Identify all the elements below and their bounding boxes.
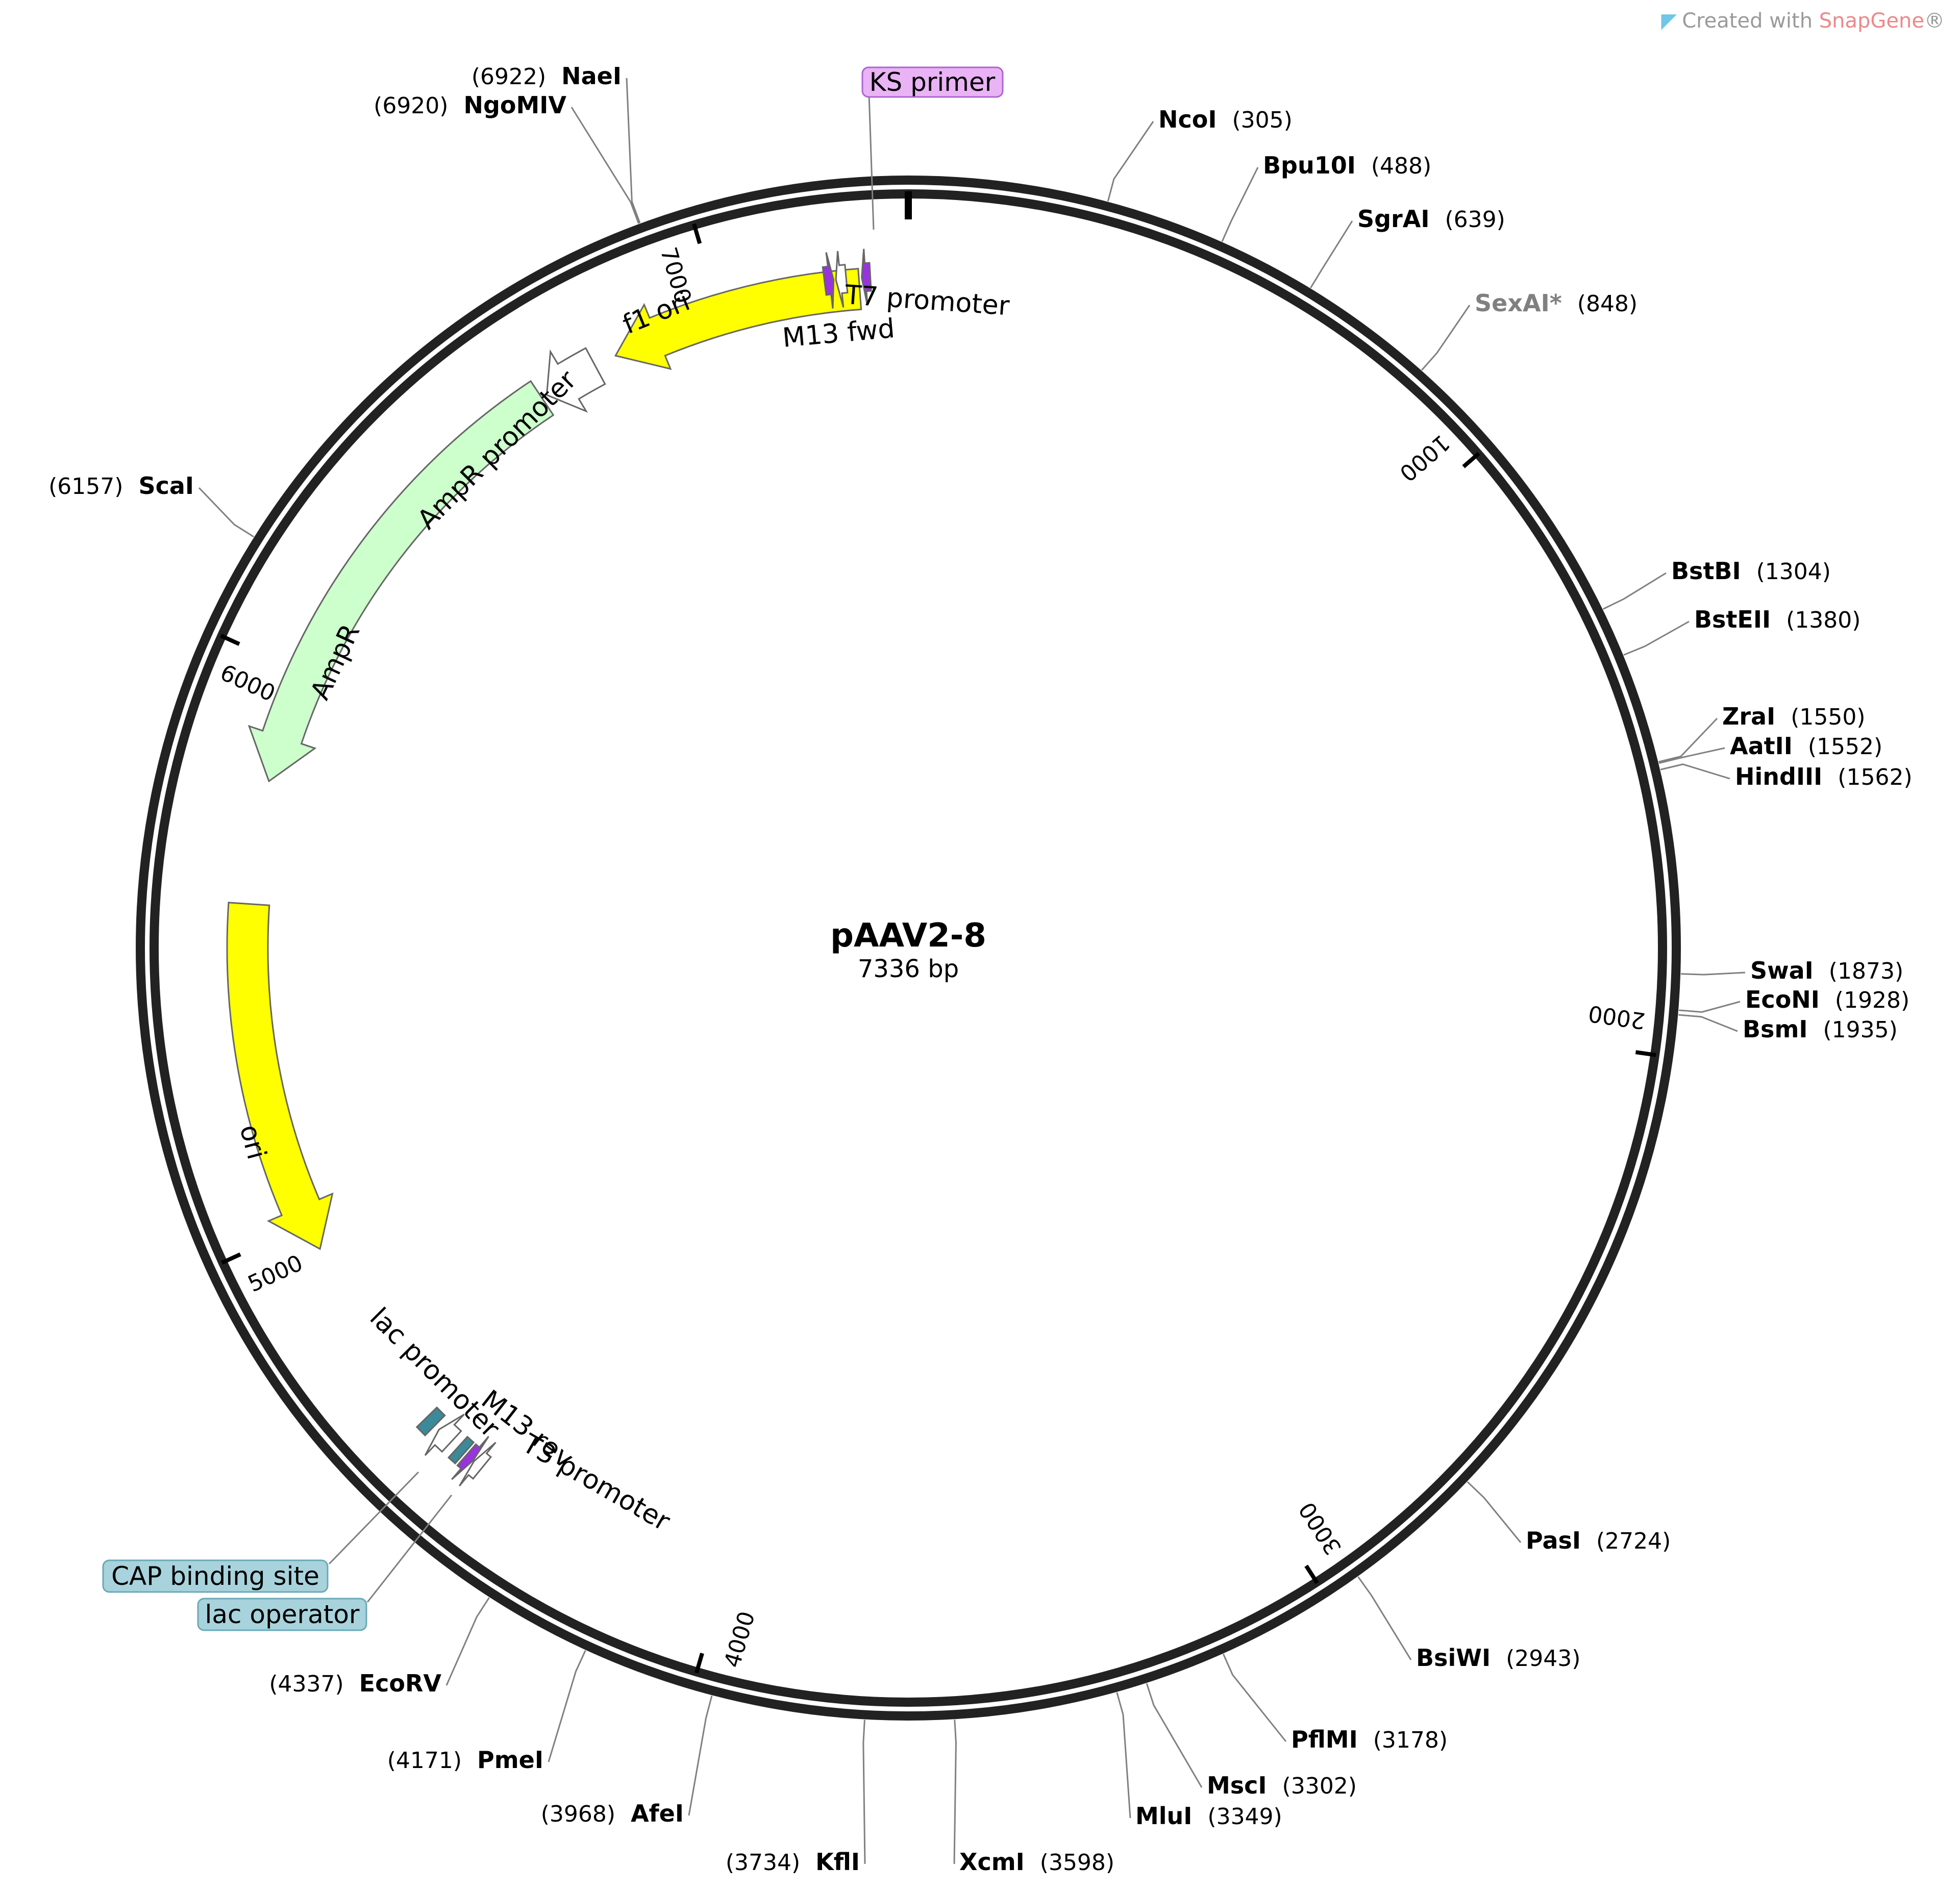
m13-fwd-label: M13 fwd xyxy=(781,313,896,354)
site-naei: (6922)NaeI xyxy=(472,62,641,223)
site-sgrai: SgrAI(639) xyxy=(1310,205,1505,289)
feature-m13-fwd xyxy=(822,252,835,309)
site-ecorv: (4337)EcoRV xyxy=(269,1597,490,1697)
tick-label-2000: 2000 xyxy=(1586,1000,1647,1034)
site-zrai: ZraI(1550) xyxy=(1658,703,1866,763)
tick-3000 xyxy=(1304,1564,1319,1584)
credit-prefix: Created with xyxy=(1682,9,1819,33)
site-label-ecorv: (4337)EcoRV xyxy=(269,1670,441,1697)
feature-m13-rev xyxy=(451,1436,489,1480)
site-sexai: SexAI*(848) xyxy=(1421,289,1638,371)
site-label-msci: MscI(3302) xyxy=(1207,1772,1357,1799)
ks-primer-callout: KS primer xyxy=(861,66,1004,230)
site-label-bsteii: BstEII(1380) xyxy=(1694,606,1860,633)
lac-operator-label: lac operator xyxy=(205,1600,360,1629)
site-ngomiv: (6920)NgoMIV xyxy=(374,91,639,224)
feature-ks-primer xyxy=(861,248,872,306)
feature-t3-promoter xyxy=(459,1441,497,1487)
credit-brand: SnapGene xyxy=(1819,9,1924,33)
feature-ori xyxy=(226,902,334,1250)
t3-promoter-label: T3 promoter xyxy=(517,1428,676,1537)
restriction-sites: NcoI(305) Bpu10I(488) SgrAI(639) SexAI*(848… xyxy=(48,62,1912,1876)
site-bsiwi: BsiWI(2943) xyxy=(1357,1576,1580,1672)
site-pflmi: PflMI(3178) xyxy=(1222,1653,1448,1753)
plasmid-length: 7336 bp xyxy=(858,955,959,983)
tick-5000 xyxy=(221,1252,241,1265)
site-xcmi: XcmI(3598) xyxy=(953,1720,1114,1876)
site-label-pmei: (4171)PmeI xyxy=(387,1746,543,1774)
feature-ampr xyxy=(247,380,555,783)
tick-7000 xyxy=(692,223,702,244)
cap-binding-site-callout: CAP binding site xyxy=(102,1471,419,1593)
features xyxy=(226,248,872,1487)
site-label-hindiii: HindIII(1562) xyxy=(1735,763,1913,790)
site-label-sgrai: SgrAI(639) xyxy=(1357,205,1505,233)
tick-label-3000: 3000 xyxy=(1294,1497,1347,1559)
site-pasi: PasI(2724) xyxy=(1467,1481,1671,1554)
site-label-ncoi: NcoI(305) xyxy=(1158,106,1293,133)
site-label-mlui: MluI(3349) xyxy=(1135,1802,1282,1830)
site-label-naei: (6922)NaeI xyxy=(472,62,622,90)
tick-4000 xyxy=(694,1653,704,1674)
site-label-bsiwi: BsiWI(2943) xyxy=(1416,1644,1580,1672)
plasmid-name: pAAV2-8 xyxy=(830,917,986,955)
feature-t7-promoter xyxy=(835,251,849,308)
site-afei: (3968)AfeI xyxy=(541,1695,713,1827)
site-label-afei: (3968)AfeI xyxy=(541,1800,684,1827)
site-label-econi: EcoNI(1928) xyxy=(1745,986,1909,1013)
site-label-kfli: (3734)KflI xyxy=(726,1848,860,1876)
feature-cap-binding-site xyxy=(415,1406,446,1437)
tick-label-6000: 6000 xyxy=(216,660,279,707)
site-label-pasi: PasI(2724) xyxy=(1526,1527,1671,1554)
site-label-bstbi: BstBI(1304) xyxy=(1671,557,1831,585)
site-ncoi: NcoI(305) xyxy=(1107,106,1293,202)
site-label-zrai: ZraI(1550) xyxy=(1722,703,1866,730)
lac-operator-callout: lac operator xyxy=(197,1495,453,1631)
site-hindiii: HindIII(1562) xyxy=(1660,763,1913,790)
tick-label-4000: 4000 xyxy=(720,1608,760,1671)
ampr-promoter-label: AmpR promoter xyxy=(412,364,583,535)
cap-binding-site-label: CAP binding site xyxy=(111,1561,319,1591)
site-pmei: (4171)PmeI xyxy=(387,1650,586,1774)
site-label-sexai: SexAI*(848) xyxy=(1475,289,1638,317)
tick-1000 xyxy=(1462,452,1480,468)
tick-2000 xyxy=(1635,1050,1656,1057)
snapgene-credit: ◤Created with SnapGene® xyxy=(1661,9,1945,33)
credit-suffix: ® xyxy=(1924,9,1945,33)
snapgene-logo-icon: ◤ xyxy=(1661,9,1677,33)
feature-lac-operator xyxy=(447,1435,475,1465)
feature-ampr-promoter xyxy=(545,347,606,413)
site-label-bsmi: BsmI(1935) xyxy=(1743,1015,1898,1043)
site-label-ngomiv: (6920)NgoMIV xyxy=(374,91,566,119)
tick-label-5000: 5000 xyxy=(244,1250,307,1298)
ks-primer-label: KS primer xyxy=(870,67,996,97)
tick-label-1000: 1000 xyxy=(1394,429,1454,486)
site-kfli: (3734)KflI xyxy=(726,1720,866,1876)
site-msci: MscI(3302) xyxy=(1146,1683,1357,1799)
site-label-bpu10i: Bpu10I(488) xyxy=(1263,152,1431,179)
site-bsmi: BsmI(1935) xyxy=(1678,1014,1898,1043)
site-mlui: MluI(3349) xyxy=(1116,1692,1282,1830)
tick-6000 xyxy=(219,634,240,646)
site-aatii: AatII(1552) xyxy=(1658,732,1882,764)
site-swai: SwaI(1873) xyxy=(1681,957,1903,984)
site-label-scai: (6157)ScaI xyxy=(48,472,194,500)
site-econi: EcoNI(1928) xyxy=(1678,986,1909,1013)
site-label-pflmi: PflMI(3178) xyxy=(1291,1726,1448,1753)
backbone-outer-ring xyxy=(136,176,1681,1721)
site-bstbi: BstBI(1304) xyxy=(1602,557,1831,610)
site-label-xcmi: XcmI(3598) xyxy=(959,1848,1114,1876)
site-scai: (6157)ScaI xyxy=(48,472,255,538)
site-label-aatii: AatII(1552) xyxy=(1730,732,1882,760)
site-bpu10i: Bpu10I(488) xyxy=(1221,152,1431,242)
site-label-swai: SwaI(1873) xyxy=(1750,957,1903,984)
site-bsteii: BstEII(1380) xyxy=(1623,606,1860,656)
feature-f1-ori xyxy=(614,268,862,370)
feature-lac-promoter xyxy=(424,1413,465,1456)
